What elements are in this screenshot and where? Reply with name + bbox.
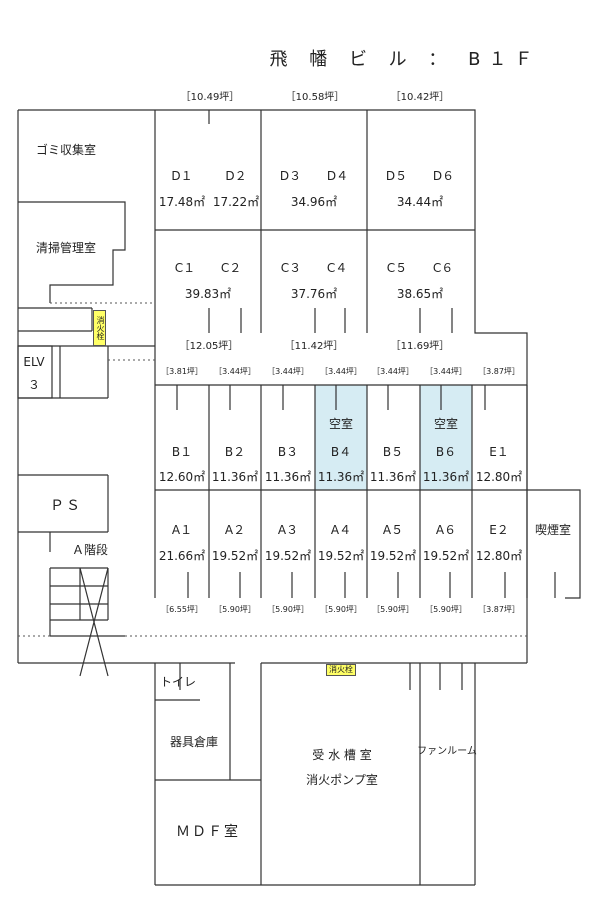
room-pump: 消火ポンプ室 (306, 773, 378, 787)
room-elv: ELV (23, 355, 45, 369)
unit-area: 11.36㎡ (369, 470, 417, 484)
tsubo-label: ［3.81坪］ (161, 367, 203, 376)
room-storage: 器具倉庫 (169, 735, 219, 749)
unit-area: 11.36㎡ (264, 470, 312, 484)
tsubo-label: ［10.49坪］ (180, 92, 240, 103)
room-elv-no: ３ (27, 378, 41, 392)
unit-id: E１ (489, 445, 509, 459)
tsubo-label: ［11.42坪］ (284, 341, 344, 352)
unit-id: A３ (277, 523, 299, 537)
room-water: 受 水 槽 室 (312, 748, 372, 762)
tsubo-label: ［3.44坪］ (267, 367, 309, 376)
unit-id: D２ (225, 169, 247, 183)
unit-area: 12.80㎡ (475, 470, 523, 484)
tsubo-label: ［5.90坪］ (372, 605, 414, 614)
unit-id: B２ (224, 445, 246, 459)
unit-id: C５ C６ (386, 261, 454, 275)
vacant-fill-b6 (420, 385, 472, 490)
unit-id: A６ (435, 523, 457, 537)
tsubo-label: ［10.42坪］ (390, 92, 450, 103)
unit-area: 19.52㎡ (317, 549, 365, 563)
room-toilet: トイレ (159, 675, 197, 689)
unit-area: 21.66㎡ (158, 549, 206, 563)
unit-area: 19.52㎡ (369, 549, 417, 563)
tsubo-label: ［5.90坪］ (320, 605, 362, 614)
unit-area: 39.83㎡ (184, 287, 232, 301)
tsubo-label: ［3.44坪］ (320, 367, 362, 376)
tsubo-label: ［12.05坪］ (179, 341, 239, 352)
tsubo-label: ［11.69坪］ (390, 341, 450, 352)
unit-area: 37.76㎡ (290, 287, 338, 301)
unit-id: E２ (489, 523, 509, 537)
tsubo-label: ［5.90坪］ (267, 605, 309, 614)
room-mdf: ＭＤＦ室 (176, 824, 240, 840)
unit-area: 34.96㎡ (290, 195, 338, 209)
tsubo-label: ［3.87坪］ (478, 605, 520, 614)
unit-id: B１ (171, 445, 193, 459)
tsubo-label: ［6.55坪］ (161, 605, 203, 614)
unit-area: 12.80㎡ (475, 549, 523, 563)
unit-area: 17.22㎡ (212, 195, 260, 209)
fire-hydrant-marker: 消火栓 (93, 310, 106, 346)
unit-area: 11.36㎡ (211, 470, 259, 484)
unit-id: A４ (330, 523, 352, 537)
room-stairs: Ａ階段 (71, 543, 109, 557)
room-smoking: 喫煙室 (534, 523, 572, 537)
vacant-fill-b4 (315, 385, 367, 490)
unit-area: 12.60㎡ (158, 470, 206, 484)
unit-id: A２ (224, 523, 246, 537)
unit-area: 11.36㎡ (422, 470, 470, 484)
tsubo-label: ［3.87坪］ (478, 367, 520, 376)
room-ps: ＰＳ (50, 498, 82, 514)
unit-id: C１ C２ (174, 261, 242, 275)
tsubo-label: ［5.90坪］ (214, 605, 256, 614)
unit-area: 38.65㎡ (396, 287, 444, 301)
room-cleaning: 清掃管理室 (35, 241, 97, 255)
unit-area: 11.36㎡ (317, 470, 365, 484)
unit-id: D３ D４ (279, 169, 349, 183)
unit-id: A５ (382, 523, 404, 537)
unit-area: 34.44㎡ (396, 195, 444, 209)
unit-id: B３ (277, 445, 299, 459)
walls (17, 109, 581, 886)
unit-id: B４ (330, 445, 352, 459)
tsubo-label: ［3.44坪］ (214, 367, 256, 376)
tsubo-label: ［5.90坪］ (425, 605, 467, 614)
unit-id: A１ (171, 523, 193, 537)
vacancy-badge: 空室 (433, 417, 459, 431)
unit-id: B６ (435, 445, 457, 459)
unit-id: D５ D６ (385, 169, 455, 183)
tsubo-label: ［3.44坪］ (372, 367, 414, 376)
unit-area: 19.52㎡ (211, 549, 259, 563)
tsubo-label: ［10.58坪］ (285, 92, 345, 103)
unit-id: D１ (171, 169, 193, 183)
room-fan: ファンルーム (417, 746, 477, 757)
unit-area: 19.52㎡ (422, 549, 470, 563)
unit-id: B５ (382, 445, 404, 459)
fire-hydrant-marker: 消火栓 (326, 664, 356, 676)
unit-area: 17.48㎡ (158, 195, 206, 209)
dashed-lines (18, 302, 527, 637)
room-garbage: ゴミ収集室 (35, 143, 97, 157)
tsubo-label: ［3.44坪］ (425, 367, 467, 376)
vacancy-badge: 空室 (328, 417, 354, 431)
unit-area: 19.52㎡ (264, 549, 312, 563)
unit-id: C３ C４ (280, 261, 348, 275)
page-title: 飛 幡 ビ ル ： B１Ｆ (269, 49, 541, 70)
